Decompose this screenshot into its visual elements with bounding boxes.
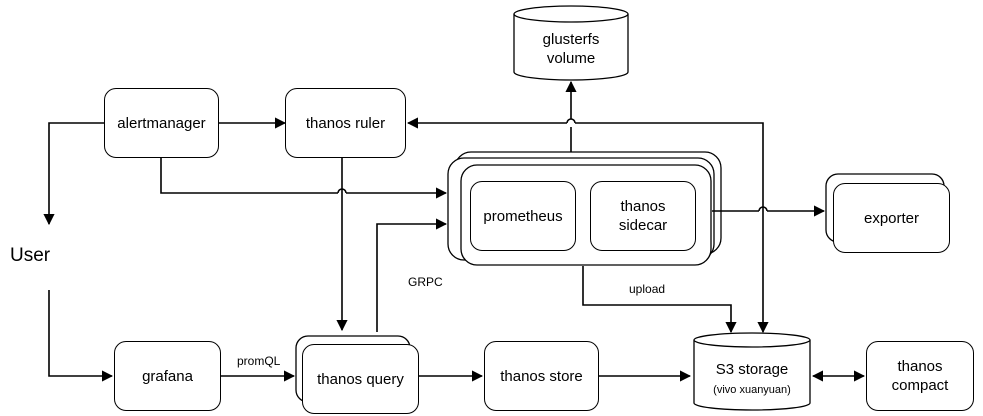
thanos-store-label: thanos store [500, 367, 583, 385]
user-label: User [10, 245, 51, 266]
jump-over-123 [566, 118, 576, 124]
edge-user-grafana [48, 290, 114, 382]
jump-over-211 [758, 206, 768, 212]
grafana-label: grafana [142, 367, 193, 385]
s3-storage-subtitle: (vivo xuanyuan) [713, 384, 791, 396]
thanos-compact-node: thanos compact [866, 341, 974, 411]
edge-prometheus-upload [582, 266, 737, 334]
glusterfs-label: glusterfs volume [542, 31, 600, 67]
thanos-ruler-label: thanos ruler [305, 114, 386, 132]
s3-storage-title: S3 storage [715, 361, 789, 378]
edge-to-s3-right [575, 122, 769, 334]
exporter-label: exporter [863, 209, 920, 227]
grafana-node: grafana [114, 341, 221, 411]
s3-storage-cylinder [693, 332, 811, 411]
edge-query-prometheus [376, 218, 448, 332]
thanos-query-node: thanos query [302, 344, 419, 414]
alertmanager-node: alertmanager [104, 88, 219, 158]
thanos-ruler-node: thanos ruler [285, 88, 406, 158]
thanos-sidecar-node: thanos sidecar [590, 181, 696, 251]
prometheus-label: prometheus [483, 207, 563, 225]
s3-storage-label: S3 storage (vivo xuanyuan) [694, 360, 810, 400]
glusterfs-cylinder [513, 5, 629, 81]
edge-alertmanager-prometheus [160, 158, 446, 193]
thanos-query-label: thanos query [317, 370, 404, 388]
thanos-compact-label: thanos compact [891, 358, 949, 394]
promql-label: promQL [237, 354, 281, 368]
thanos-sidecar-label: thanos sidecar [618, 198, 668, 234]
thanos-store-node: thanos store [484, 341, 599, 411]
grpc-label: GRPC [408, 275, 443, 289]
upload-label: upload [629, 282, 666, 296]
edge-alertmanager-user [43, 122, 104, 226]
prometheus-node: prometheus [470, 181, 576, 251]
exporter-node: exporter [833, 183, 950, 253]
alertmanager-label: alertmanager [117, 114, 206, 132]
